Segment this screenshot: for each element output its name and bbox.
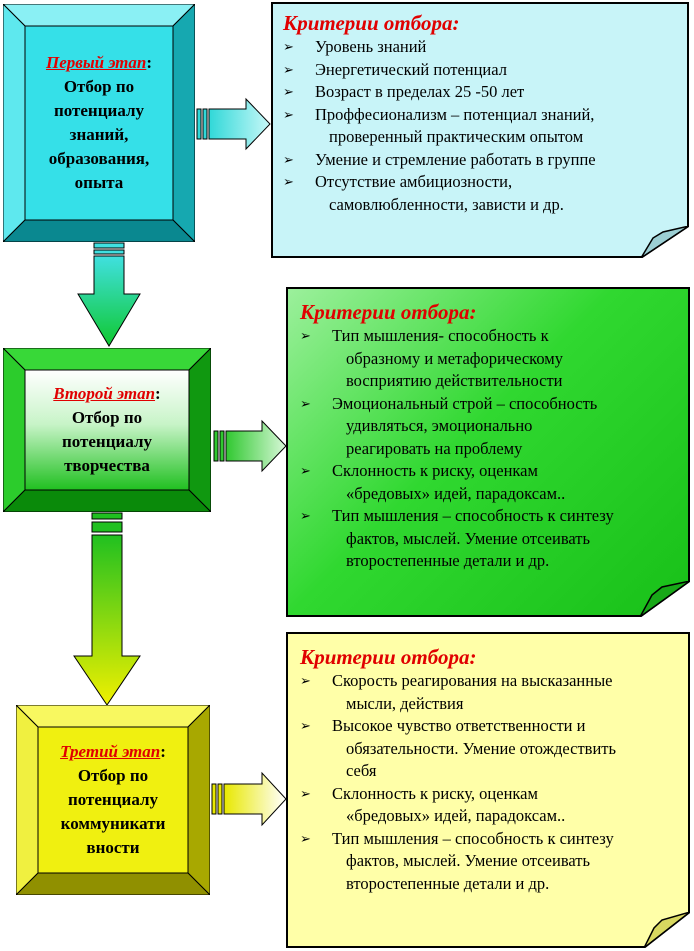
stage-2-line-2: потенциалу [61, 432, 153, 451]
criteria-2-title: Критерии отбора: [300, 300, 477, 324]
arrow-bullet-icon: ➢ [300, 328, 311, 343]
page-curl-icon [640, 226, 689, 258]
stage-2-line-1: Отбор по [71, 408, 143, 427]
criteria-1-list: ➢Уровень знаний ➢Энергетический потенциа… [283, 36, 687, 216]
arrow-bullet-icon: ➢ [300, 508, 311, 523]
stage-3-line-3: коммуникати [60, 814, 166, 833]
list-item: ➢Отсутствие амбициозности,самовлюбленнос… [283, 172, 564, 214]
stage-1-bevel [3, 4, 195, 242]
arrow-bullet-icon: ➢ [300, 785, 311, 801]
criteria-box-2: Критерии отбора: ➢Тип мышления- способно… [286, 287, 690, 617]
stage-1-line-1: Отбор по [63, 77, 135, 96]
stage-1-line-5: опыта [74, 173, 124, 192]
right-arrow-3 [211, 771, 287, 827]
stage-3-line-2: потенциалу [67, 790, 159, 809]
page-curl-icon [643, 912, 690, 948]
down-arrow-2 [73, 512, 141, 706]
arrow-bullet-icon: ➢ [283, 151, 294, 167]
criteria-box-1: Критерии отбора: ➢Уровень знаний ➢Энерге… [271, 2, 689, 258]
arrow-bullet-icon: ➢ [300, 463, 311, 478]
list-item: ➢Энергетический потенциал [283, 59, 687, 82]
stage-3-line-1: Отбор по [77, 766, 149, 785]
stage-1-title: Первый этап: [45, 53, 153, 72]
stage-2-title: Второй этап: [53, 384, 161, 403]
arrow-bullet-icon: ➢ [300, 718, 311, 733]
stage-1-box: Первый этап: Отбор по потенциалу знаний,… [3, 4, 195, 242]
arrow-bullet-icon: ➢ [300, 395, 311, 411]
stage-3-bevel [16, 705, 210, 895]
stage-3-box: Третий этап: Отбор по потенциалу коммуни… [16, 705, 210, 895]
list-item: ➢Проффесионализм – потенциал знаний,пров… [283, 104, 595, 147]
list-item: ➢Уровень знаний [283, 36, 687, 59]
stage-2-line-3: творчества [64, 456, 150, 475]
arrow-bullet-icon: ➢ [300, 673, 311, 688]
arrow-bullet-icon: ➢ [283, 39, 294, 54]
arrow-bullet-icon: ➢ [283, 174, 294, 189]
stage-1-line-4: образования, [48, 149, 150, 168]
page-curl-icon [639, 581, 690, 617]
list-item: ➢Склонность к риску, оценкам«бредовых» и… [300, 461, 566, 503]
down-arrow-1 [77, 242, 141, 347]
list-item: ➢Умение и стремление работать в группе [283, 149, 687, 172]
arrow-bullet-icon: ➢ [283, 106, 294, 122]
stage-3-line-4: вности [86, 838, 140, 857]
arrow-bullet-icon: ➢ [300, 830, 311, 846]
criteria-1-title: Критерии отбора: [283, 11, 460, 35]
stage-2-box: Второй этап: Отбор по потенциалу творчес… [3, 348, 211, 512]
list-item: ➢Склонность к риску, оценкам«бредовых» и… [300, 783, 566, 826]
stage-1-line-2: потенциалу [53, 101, 145, 120]
list-item: ➢Возраст в пределах 25 -50 лет [283, 81, 687, 104]
arrow-bullet-icon: ➢ [283, 84, 294, 99]
arrow-bullet-icon: ➢ [283, 61, 294, 77]
right-arrow-2 [213, 419, 287, 473]
stage-2-bevel [3, 348, 211, 512]
stage-1-line-3: знаний, [69, 125, 129, 144]
criteria-3-title: Критерии отбора: [300, 645, 477, 669]
stage-3-title: Третий этап: [60, 742, 166, 761]
criteria-box-3: Критерии отбора: ➢Скорость реагирования … [286, 632, 690, 948]
right-arrow-1 [196, 97, 271, 151]
